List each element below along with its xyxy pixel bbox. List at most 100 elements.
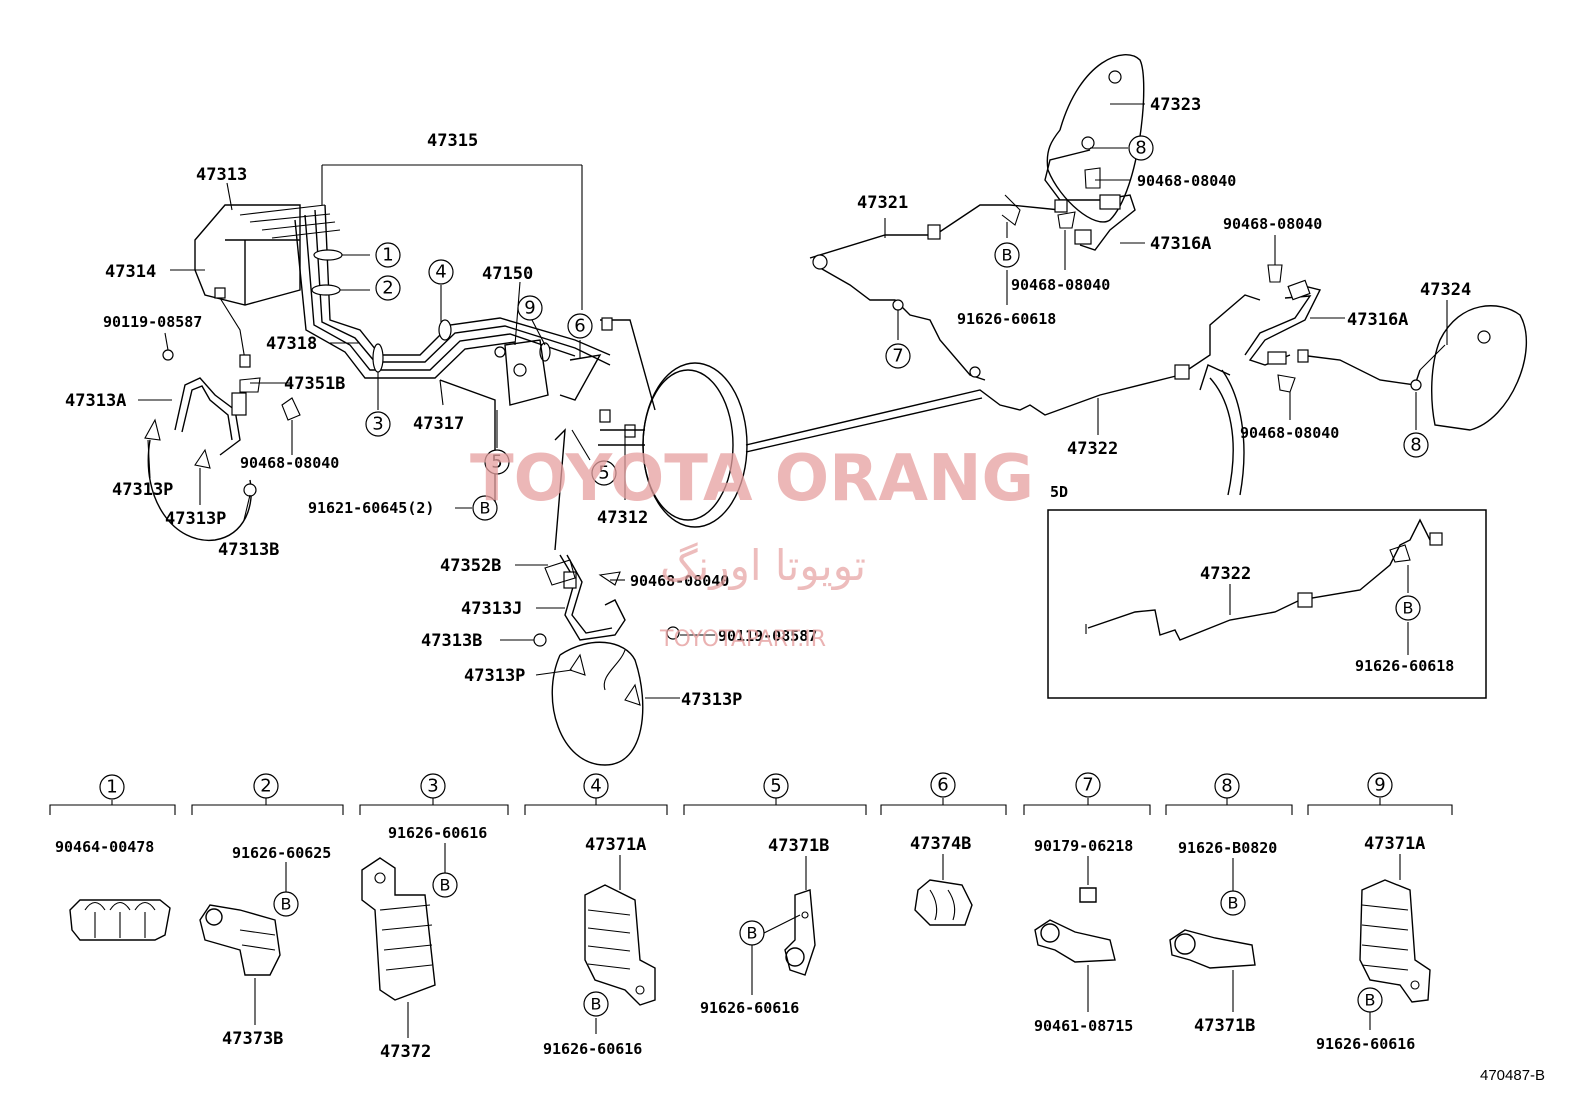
callout-b-c: B <box>1403 599 1414 618</box>
callout-4-circle <box>428 259 454 285</box>
clamp-2-part-a: 91626-60625 <box>232 844 331 862</box>
callout-7-circle <box>885 343 911 369</box>
clamp-7: 7 90179-06218 90461-08715 <box>1034 772 1133 1035</box>
clamp-5-part-b: 91626-60616 <box>700 999 799 1017</box>
clamp-4-number: 4 <box>590 776 601 797</box>
callout-8a: 8 <box>1135 138 1146 159</box>
label-90468-08040-e: 90468-08040 <box>1223 215 1322 233</box>
label-90119-08587-b: 90119-08587 <box>718 627 817 645</box>
clamp-4-part-a: 47371A <box>585 835 646 855</box>
clamp-2-number: 2 <box>260 776 271 797</box>
clamp-9: 9 47371A B 91626-60616 <box>1316 772 1431 1053</box>
abs-actuator-drawing <box>194 204 341 368</box>
label-47312: 47312 <box>597 508 648 528</box>
brake-tubes-bundle <box>294 204 656 551</box>
label-47313A: 47313A <box>65 391 126 411</box>
label-47313: 47313 <box>196 165 247 185</box>
rear-left-hose-drawing <box>1044 54 1145 251</box>
clamp-8-b: B <box>1228 894 1239 913</box>
inset-label-91626-60618: 91626-60618 <box>1355 657 1454 675</box>
callout-b-a: B <box>480 499 491 518</box>
clamp-5-b: B <box>747 924 758 943</box>
clamp-2: 2 91626-60625 B 47373B <box>199 773 331 1049</box>
clamp-7-part-a: 90179-06218 <box>1034 837 1133 855</box>
clamp-4-b: B <box>591 995 602 1014</box>
front-right-hose-drawing <box>533 554 680 766</box>
clamp-9-part-b: 91626-60616 <box>1316 1035 1415 1053</box>
callout-2: 2 <box>382 278 393 299</box>
watermark-latin: TOYOTA ORANG <box>470 442 1034 516</box>
clamp-4: 4 47371A B 91626-60616 <box>543 773 656 1058</box>
label-47313P-d: 47313P <box>681 690 742 710</box>
label-47323: 47323 <box>1150 95 1201 115</box>
callout-2-circle <box>375 275 401 301</box>
clamp-1-part-a: 90464-00478 <box>55 838 154 856</box>
callout-5b: 5 <box>598 463 609 484</box>
callout-9: 9 <box>524 298 535 319</box>
inset-title: 5D <box>1050 483 1068 501</box>
clamp-3-part-b: 47372 <box>380 1042 431 1062</box>
label-91626-60618-a: 91626-60618 <box>957 310 1056 328</box>
clamp-1: 1 90464-00478 <box>55 774 171 941</box>
callout-8b-circle <box>1403 432 1429 458</box>
label-90468-08040-b: 90468-08040 <box>630 572 729 590</box>
clamp-3: 3 91626-60616 B 47372 <box>361 773 487 1062</box>
callout-b-a-circle <box>472 495 498 521</box>
label-47324: 47324 <box>1420 280 1471 300</box>
front-left-hose-drawing <box>144 349 301 541</box>
label-47318: 47318 <box>266 334 317 354</box>
callout-4: 4 <box>435 262 446 283</box>
clamp-7-part-b: 90461-08715 <box>1034 1017 1133 1035</box>
watermark-persian: تویوتا اورنگ <box>660 541 866 590</box>
clamp-8-part-b: 47371B <box>1194 1016 1255 1036</box>
clamp-9-b: B <box>1365 991 1376 1010</box>
watermark-site: TOYOTAPART.IR <box>659 627 826 652</box>
callout-8b: 8 <box>1410 435 1421 456</box>
clamp-8-part-a: 91626-B0820 <box>1178 839 1277 857</box>
rear-right-hose-drawing <box>1244 264 1528 431</box>
clamp-1-number: 1 <box>106 777 117 798</box>
clamp-6: 6 47374B <box>910 772 973 926</box>
clamp-6-number: 6 <box>937 775 948 796</box>
callout-b-b: B <box>1002 246 1013 265</box>
callout-5b-circle <box>591 460 617 486</box>
clamp-8-number: 8 <box>1221 776 1232 797</box>
inset-label-47322: 47322 <box>1200 564 1251 584</box>
clamp-3-part-a: 91626-60616 <box>388 824 487 842</box>
callout-5a-circle <box>484 449 510 475</box>
label-47315: 47315 <box>427 131 478 151</box>
label-47150: 47150 <box>482 264 533 284</box>
label-90119-08587-a: 90119-08587 <box>103 313 202 331</box>
label-47351B: 47351B <box>284 374 345 394</box>
brake-booster-drawing <box>598 362 1181 528</box>
clamp-2-part-b: 47373B <box>222 1029 283 1049</box>
clamp-5-number: 5 <box>770 776 781 797</box>
clamp-6-part-a: 47374B <box>910 834 971 854</box>
label-47313B-a: 47313B <box>218 540 279 560</box>
label-47313P-c: 47313P <box>464 666 525 686</box>
label-47321: 47321 <box>857 193 908 213</box>
callout-6-circle <box>567 313 593 339</box>
callout-b-b-circle <box>994 242 1020 268</box>
clamp-2-b: B <box>281 895 292 914</box>
clamp-legend: 1 90464-00478 2 91626-60625 B 47373B 3 9… <box>49 772 1453 1062</box>
rear-tubes-drawing <box>809 194 1261 381</box>
clamp-3-number: 3 <box>427 776 438 797</box>
label-47352B: 47352B <box>440 556 501 576</box>
label-90468-08040-a: 90468-08040 <box>240 454 339 472</box>
clamp-3-b: B <box>440 876 451 895</box>
reference-code: 470487-B <box>1480 1067 1545 1084</box>
callout-b-c-circle <box>1395 595 1421 621</box>
clamp-5-part-a: 47371B <box>768 836 829 856</box>
clamp-5: 5 47371B B 91626-60616 <box>700 773 829 1017</box>
label-47316A-a: 47316A <box>1150 234 1211 254</box>
label-47314: 47314 <box>105 262 156 282</box>
clamp-9-part-a: 47371A <box>1364 834 1425 854</box>
callout-7: 7 <box>892 346 903 367</box>
callout-1-circle <box>375 242 401 268</box>
label-91621-60645: 91621-60645(2) <box>308 499 434 517</box>
inset-frame <box>1047 509 1487 699</box>
clamp-7-number: 7 <box>1082 775 1093 796</box>
